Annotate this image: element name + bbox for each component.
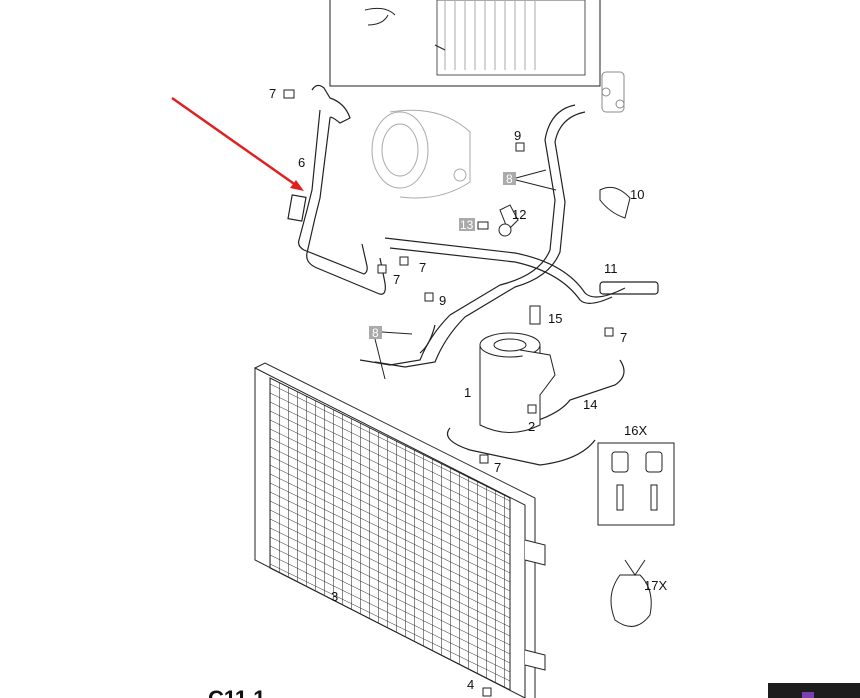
expansion-valve bbox=[601, 71, 625, 113]
label-17x: 17X bbox=[644, 578, 667, 593]
label-16x: 16X bbox=[624, 423, 647, 438]
condenser bbox=[254, 362, 546, 698]
label-9: 9 bbox=[514, 128, 521, 143]
label-9: 9 bbox=[439, 293, 446, 308]
part-labels: 7 6 9 8 10 12 13 7 7 11 9 15 8 7 1 14 2 … bbox=[208, 86, 667, 698]
label-11: 11 bbox=[604, 261, 618, 276]
label-8: 8 bbox=[506, 172, 513, 186]
label-4: 4 bbox=[467, 677, 474, 692]
label-13-box bbox=[459, 218, 475, 231]
label-7: 7 bbox=[419, 260, 426, 275]
help-widget[interactable] bbox=[768, 683, 860, 698]
label-7: 7 bbox=[393, 272, 400, 287]
label-10: 10 bbox=[630, 187, 644, 202]
kit-17x bbox=[610, 559, 652, 627]
label-14: 14 bbox=[583, 397, 597, 412]
help-icon bbox=[802, 692, 814, 698]
label-15: 15 bbox=[548, 311, 562, 326]
highlight-arrow bbox=[171, 96, 304, 191]
small-parts bbox=[283, 89, 631, 697]
label-8-box bbox=[503, 172, 516, 185]
label-8-box bbox=[369, 326, 382, 339]
label-7: 7 bbox=[620, 330, 627, 345]
label-13: 13 bbox=[460, 218, 474, 232]
heater-inset-box bbox=[329, 0, 601, 87]
label-7: 7 bbox=[269, 86, 276, 101]
receiver-drier bbox=[479, 332, 556, 433]
label-3: 3 bbox=[331, 589, 338, 604]
compressor bbox=[371, 109, 471, 199]
label-12: 12 bbox=[512, 207, 526, 222]
label-2: 2 bbox=[528, 419, 535, 434]
label-8: 8 bbox=[372, 326, 379, 340]
hose-6 bbox=[287, 84, 386, 295]
label-1: 1 bbox=[464, 385, 471, 400]
label-7: 7 bbox=[494, 460, 501, 475]
label-6: 6 bbox=[298, 155, 305, 170]
kit-16x bbox=[597, 442, 675, 526]
section-code: C11.1 bbox=[208, 686, 266, 698]
